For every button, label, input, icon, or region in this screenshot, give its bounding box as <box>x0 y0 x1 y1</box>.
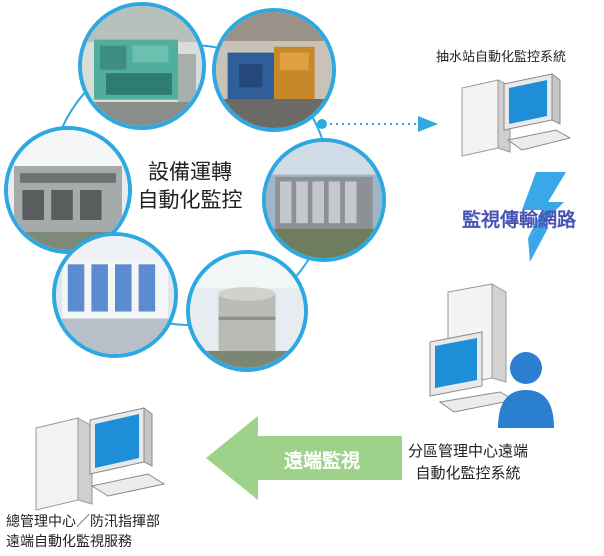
pc-icon <box>461 73 572 157</box>
pump-station-label: 抽水站自動化監控系統 <box>436 50 567 65</box>
district-center-line1: 分區管理中心遠端 <box>408 442 529 460</box>
headquarters-label: 總管理中心／防汛指揮部 遠端自動化監視服務 <box>6 512 160 552</box>
arrow-left-icon <box>206 416 402 500</box>
photo-water-facility <box>52 232 178 358</box>
photo-pump-machinery <box>212 8 336 132</box>
pc-icon <box>35 407 166 511</box>
center-label: 設備運轉 自動化監控 <box>120 158 260 214</box>
district-center-label: 分區管理中心遠端 自動化監控系統 <box>408 440 528 484</box>
user-icon <box>498 352 554 428</box>
district-center-line2: 自動化監控系統 <box>415 464 521 482</box>
headquarters-line2: 遠端自動化監視服務 <box>6 534 132 550</box>
center-label-line1: 設備運轉 <box>148 160 232 184</box>
photo-generator <box>78 2 206 130</box>
pc-icon <box>429 283 516 413</box>
center-label-line2: 自動化監控 <box>137 188 243 212</box>
photo-cylinder-tank <box>186 250 308 372</box>
remote-arrow-label: 遠端監視 <box>284 450 361 472</box>
lightning-icon <box>522 172 566 262</box>
headquarters-line1: 總管理中心／防汛指揮部 <box>6 514 160 530</box>
network-label: 監視傳輸網路 <box>462 209 577 231</box>
photo-tank-structure <box>262 138 386 262</box>
